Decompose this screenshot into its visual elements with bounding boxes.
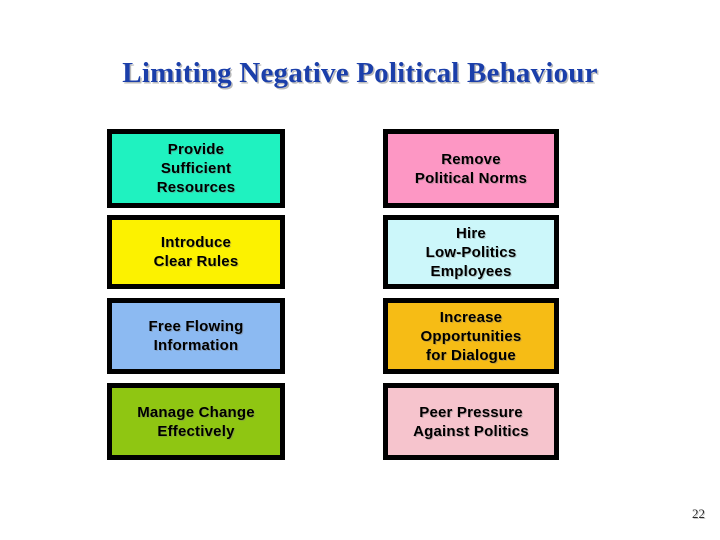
concept-box-label: Manage Change Effectively	[137, 403, 255, 440]
concept-box-manage-change-effectively[interactable]: Manage Change Effectively	[107, 383, 285, 460]
concept-box-free-flowing-information[interactable]: Free Flowing Information	[107, 298, 285, 374]
concept-box-label: Remove Political Norms	[414, 150, 528, 187]
page-title: Limiting Negative Political Behaviour	[122, 57, 598, 89]
concept-box-label: Hire Low-Politics Employees	[425, 224, 517, 280]
concept-box-remove-political-norms[interactable]: Remove Political Norms	[383, 129, 559, 208]
concept-box-peer-pressure-against-politics[interactable]: Peer Pressure Against Politics	[383, 383, 559, 460]
concept-box-label: Introduce Clear Rules	[153, 234, 239, 270]
concept-box-label: Increase Opportunities for Dialogue	[420, 308, 522, 364]
concept-box-introduce-clear-rules[interactable]: Introduce Clear Rules	[107, 215, 285, 289]
concept-box-hire-low-politics-employees[interactable]: Hire Low-Politics Employees	[383, 215, 559, 289]
concept-box-provide-sufficient-resources[interactable]: Provide Sufficient Resources	[107, 129, 285, 208]
concept-box-label: Free Flowing Information	[148, 318, 244, 354]
concept-box-label: Provide Sufficient Resources	[156, 141, 236, 196]
concept-box-increase-opportunities-for-dialogue[interactable]: Increase Opportunities for Dialogue	[383, 298, 559, 374]
concept-box-label: Peer Pressure Against Politics	[413, 403, 529, 440]
page-number: 22	[692, 506, 705, 521]
